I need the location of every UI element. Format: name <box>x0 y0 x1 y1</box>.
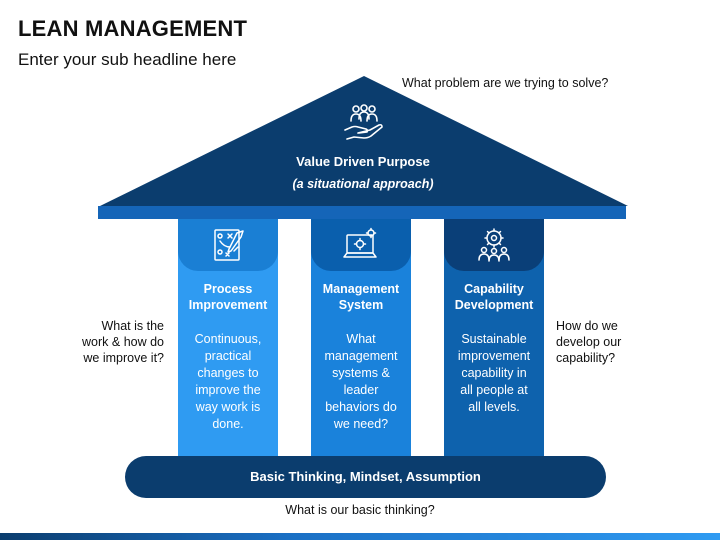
pillar-cap <box>178 219 278 271</box>
pillar-description-line: all levels. <box>468 400 520 414</box>
pillar-description-line: all people at <box>460 383 528 397</box>
question-left: What is the work & how do we improve it? <box>54 318 164 366</box>
people-gear-icon <box>478 228 510 262</box>
pillar-description-line: improve the <box>195 383 261 397</box>
computer-gear-icon <box>343 227 377 258</box>
page-subtitle: Enter your sub headline here <box>18 50 237 69</box>
foundation-base: Basic Thinking, Mindset, Assumption <box>125 456 606 498</box>
pillar-title-line: Development <box>454 298 534 312</box>
question-left-line: work & how do <box>82 335 164 349</box>
pillar-title: Management System <box>311 281 411 313</box>
pillar-description: Sustainable improvement capability in al… <box>444 331 544 416</box>
roof-title: Value Driven Purpose <box>296 154 430 169</box>
question-left-line: we improve it? <box>83 351 164 365</box>
pillar-management-system: Management System What management system… <box>311 219 411 464</box>
pillar-description-line: way work is <box>195 400 261 414</box>
pillar-description-line: management <box>324 349 398 363</box>
question-left-line: What is the <box>101 319 164 333</box>
question-right-line: How do we <box>556 319 618 333</box>
pillar-description-line: systems & <box>332 366 390 380</box>
pillar-description: What management systems & leader behavio… <box>311 331 411 433</box>
pillar-description-line: improvement <box>457 349 531 363</box>
pillar-description-line: practical <box>204 349 252 363</box>
pillar-title: Capability Development <box>444 281 544 313</box>
pillar-title: Process Improvement <box>178 281 278 313</box>
pillar-description-line: we need? <box>333 417 389 431</box>
question-bottom: What is our basic thinking? <box>285 503 435 517</box>
pillar-title-line: Improvement <box>188 298 268 312</box>
pillar-title-line: Capability <box>464 282 524 296</box>
pillar-title-line: System <box>338 298 384 312</box>
pillar-description-line: behaviors do <box>325 400 397 414</box>
pillar-cap <box>444 219 544 271</box>
pillar-description-line: capability in <box>461 366 527 380</box>
pillar-description-line: leader <box>343 383 379 397</box>
pillar-description-line: Continuous, <box>194 332 262 346</box>
pillar-description-line: What <box>346 332 376 346</box>
roof-ledge <box>98 206 626 219</box>
strategy-board-icon <box>214 229 244 261</box>
roof-triangle <box>100 76 628 206</box>
roof-subtitle: (a situational approach) <box>292 177 434 191</box>
question-right: How do we develop our capability? <box>556 318 666 366</box>
pillar-process-improvement: Process Improvement Continuous, practica… <box>178 219 278 464</box>
page-title: LEAN MANAGEMENT <box>18 16 248 41</box>
question-right-line: develop our <box>556 335 622 349</box>
pillar-description: Continuous, practical changes to improve… <box>178 331 278 433</box>
pillar-description-line: changes to <box>197 366 259 380</box>
pillar-title-line: Process <box>203 282 253 296</box>
question-top: What problem are we trying to solve? <box>402 76 609 90</box>
pillar-description-line: Sustainable <box>461 332 527 346</box>
pillar-description-line: done. <box>212 417 244 431</box>
question-right-line: capability? <box>556 351 616 365</box>
people-in-hand-icon <box>344 104 383 140</box>
footer-accent-bar <box>0 533 720 540</box>
pillar-cap <box>311 219 411 271</box>
roof-shape <box>98 76 628 219</box>
pillar-title-line: Management <box>322 282 400 296</box>
pillar-capability-development: Capability Development Sustainable impro… <box>444 219 544 464</box>
